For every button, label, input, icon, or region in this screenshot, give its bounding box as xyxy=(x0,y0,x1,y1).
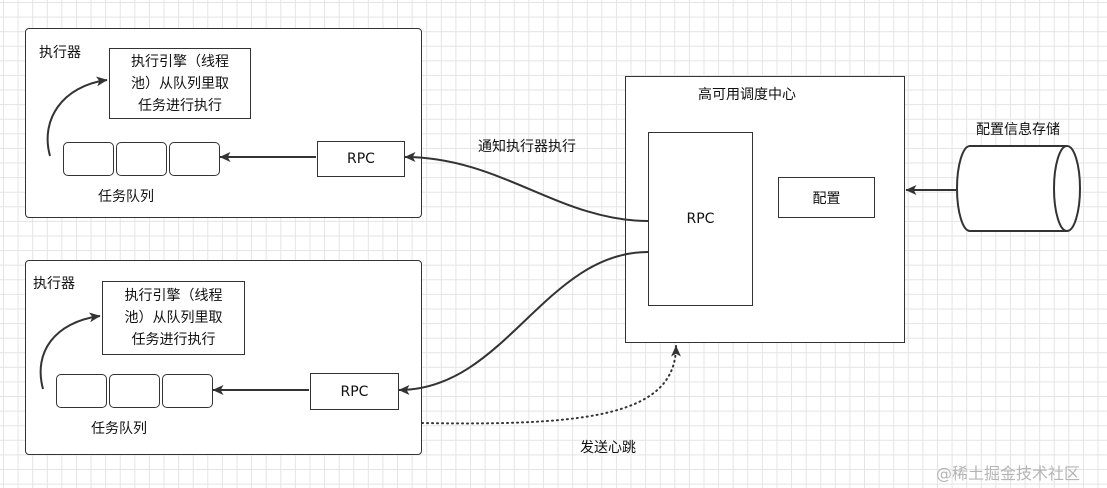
executor-rpc-box: RPC xyxy=(317,141,405,177)
engine-box: 执行引擎（线程 池）从队列里取 任务进行执行 xyxy=(109,48,251,119)
scheduler-rpc-box: RPC xyxy=(648,132,753,306)
queue-slot xyxy=(162,374,213,408)
config-box: 配置 xyxy=(778,177,875,218)
queue-slot xyxy=(116,142,167,176)
config-storage-cylinder xyxy=(956,145,1081,232)
executor-2-box: 执行器 执行引擎（线程 池）从队列里取 任务进行执行 任务队列 RPC xyxy=(25,260,422,455)
task-queue-label: 任务队列 xyxy=(98,189,154,205)
watermark: @稀土掘金技术社区 xyxy=(936,464,1081,483)
queue-slot xyxy=(169,142,220,176)
engine-text-line: 池）从队列里取 xyxy=(124,310,223,326)
config-storage-label: 配置信息存储 xyxy=(976,122,1060,138)
edge-notify-label: 通知执行器执行 xyxy=(478,139,576,155)
engine-text-line: 池）从队列里取 xyxy=(131,75,229,92)
engine-text-line: 任务进行执行 xyxy=(131,332,216,348)
edge-heartbeat xyxy=(421,345,681,425)
edge-notify-executor-2 xyxy=(398,251,649,395)
edge-heartbeat-label: 发送心跳 xyxy=(580,440,636,456)
engine-text-line: 执行引擎（线程 xyxy=(124,288,223,304)
executor-1-box: 执行器 执行引擎（线程 池）从队列里取 任务进行执行 任务队列 RPC xyxy=(25,28,422,218)
scheduler-center-box: 高可用调度中心 RPC 配置 xyxy=(625,76,905,343)
executor-rpc-box: RPC xyxy=(310,373,399,410)
queue-slot xyxy=(56,374,107,408)
engine-box: 执行引擎（线程 池）从队列里取 任务进行执行 xyxy=(102,281,245,355)
engine-text-line: 任务进行执行 xyxy=(138,97,222,114)
executor-label: 执行器 xyxy=(33,276,75,292)
engine-text-line: 执行引擎（线程 xyxy=(131,53,229,70)
queue-slot xyxy=(109,374,160,408)
scheduler-title: 高可用调度中心 xyxy=(698,87,796,103)
task-queue-label: 任务队列 xyxy=(91,421,147,437)
executor-label: 执行器 xyxy=(39,45,81,61)
queue-slot xyxy=(63,142,114,176)
edge-notify-executor-1 xyxy=(404,152,649,222)
config-storage-cylinder-face xyxy=(1053,145,1068,232)
